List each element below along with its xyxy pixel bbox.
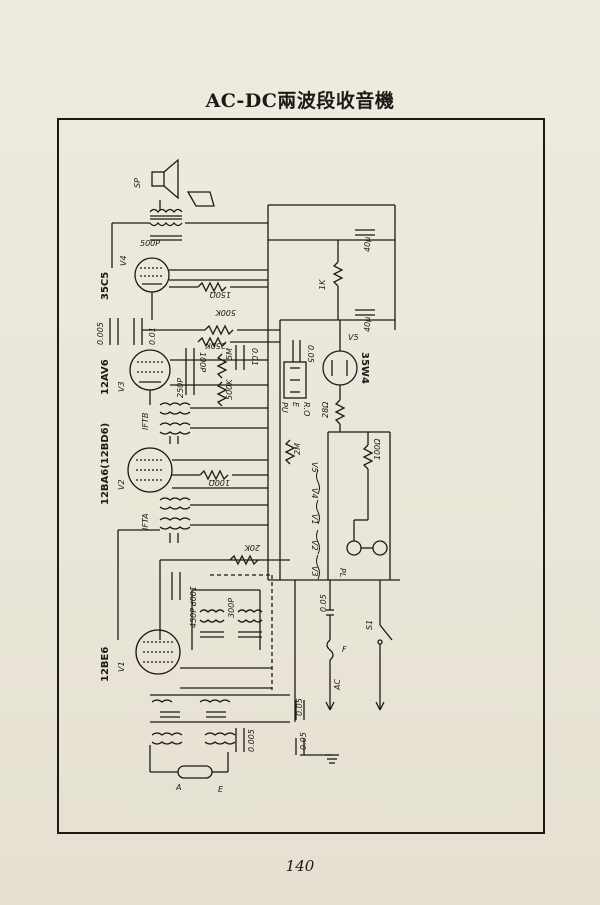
speaker-label: SP bbox=[133, 178, 142, 188]
resistor bbox=[204, 324, 234, 336]
rf-trimmer-caps bbox=[151, 699, 231, 718]
label-c-005a: 0.05 bbox=[306, 345, 315, 363]
label-ift-b: IFTB bbox=[141, 413, 150, 430]
label-c-001b: 0.01 bbox=[250, 348, 259, 366]
ground-icon bbox=[325, 754, 339, 764]
switch-s1-label: S1 bbox=[365, 620, 374, 630]
switch-s1-icon bbox=[377, 624, 393, 645]
speaker-icon bbox=[151, 158, 215, 207]
antenna-label-e: E bbox=[218, 785, 224, 794]
tube-v2 bbox=[127, 447, 173, 493]
ift-a-transformer bbox=[159, 497, 191, 543]
tube-v4 bbox=[134, 257, 170, 293]
oscillator-coil-2 bbox=[237, 609, 263, 638]
heater-label-4: V2 bbox=[310, 540, 319, 551]
switch-pu: PU bbox=[280, 402, 289, 413]
resistor bbox=[362, 444, 374, 470]
tube-v4-type: 35C5 bbox=[100, 272, 111, 300]
heater-label-5: V3 bbox=[310, 566, 319, 577]
tube-v2-type: 12BA6(12BD6) bbox=[100, 423, 111, 505]
label-c-250p: 250P bbox=[176, 378, 185, 398]
tube-v3 bbox=[129, 349, 171, 391]
page-title: AC-DC兩波段收音機 bbox=[205, 90, 395, 112]
tube-v3-type: 12AV6 bbox=[100, 359, 111, 395]
oscillator-coil-1 bbox=[199, 609, 225, 638]
label-c-500p: 500P bbox=[140, 239, 160, 248]
resistor bbox=[197, 336, 227, 348]
tube-v3-symbol: V3 bbox=[117, 381, 126, 392]
tube-v5-symbol: V5 bbox=[348, 333, 359, 342]
heater-string bbox=[316, 469, 320, 580]
label-r-28: 28Ω bbox=[321, 401, 330, 418]
capacitor bbox=[150, 235, 182, 241]
antenna-coil bbox=[151, 732, 236, 745]
label-c-0005: 0.005 bbox=[96, 322, 105, 345]
label-c-100p-a: 100P bbox=[198, 352, 207, 372]
resistor bbox=[216, 353, 228, 379]
label-c-300p: 300P bbox=[227, 598, 236, 618]
label-r-150: 150Ω bbox=[209, 290, 231, 299]
switch-e: E bbox=[291, 402, 300, 408]
phono-radio-switch bbox=[283, 361, 307, 399]
tube-v2-symbol: V2 bbox=[117, 479, 126, 490]
pilot-lamp-icon bbox=[346, 540, 388, 556]
ift-b-transformer bbox=[159, 402, 191, 444]
tube-v1-type: 12BE6 bbox=[100, 647, 111, 682]
label-c-0005b: 0.005 bbox=[247, 729, 256, 752]
label-c-005c: 0.05 bbox=[299, 732, 308, 750]
label-r-250k: 250K bbox=[205, 341, 226, 350]
heater-label-1: V5 bbox=[310, 462, 319, 473]
label-r-500k-a: 500K bbox=[215, 308, 236, 317]
heater-label-3: V1 bbox=[310, 514, 319, 525]
output-transformer bbox=[149, 208, 183, 227]
label-ift-a: IFTA bbox=[141, 513, 150, 530]
fuse-icon bbox=[326, 639, 334, 661]
label-r-100: 100Ω bbox=[208, 478, 230, 487]
diagram-frame bbox=[57, 118, 545, 834]
label-c-450p: 450P bbox=[189, 608, 198, 628]
resistor bbox=[216, 381, 228, 407]
fuse-label: F bbox=[342, 645, 347, 654]
label-c-40u-b: 40μ bbox=[363, 317, 372, 332]
antenna-label-a: A bbox=[175, 783, 181, 792]
resistor bbox=[334, 399, 346, 425]
heater-label-2: V4 bbox=[310, 488, 319, 499]
tube-v5 bbox=[322, 350, 358, 386]
tube-v5-type: 35W4 bbox=[359, 352, 370, 384]
tube-v1-symbol: V1 bbox=[117, 661, 126, 672]
label-c-005d: 0.05 bbox=[319, 594, 328, 612]
ac-label: AC bbox=[333, 679, 342, 691]
label-r-20k: 20K bbox=[244, 543, 260, 552]
label-r-5m: 5M bbox=[225, 348, 234, 360]
resistor bbox=[199, 469, 229, 481]
label-c-001a: 0.01 bbox=[148, 327, 157, 345]
label-r-2m: 2M bbox=[293, 443, 302, 455]
label-r-100b: 100Ω bbox=[373, 438, 382, 460]
page-number: 140 bbox=[285, 857, 315, 875]
label-r-1k: 1K bbox=[318, 279, 327, 290]
resistor bbox=[284, 439, 296, 465]
antenna-terminal bbox=[177, 765, 213, 779]
switch-ro: R.O bbox=[302, 402, 311, 416]
tube-v1 bbox=[135, 629, 181, 675]
label-r-500k-b: 500K bbox=[225, 379, 234, 400]
resistor bbox=[332, 261, 344, 287]
resistor bbox=[197, 281, 227, 293]
tube-v4-symbol: V4 bbox=[119, 255, 128, 266]
label-c-005b: 0.05 bbox=[295, 698, 304, 716]
pilot-lamp-label: PL bbox=[338, 568, 347, 577]
resistor bbox=[229, 554, 259, 566]
label-c-40u-a: 40μ bbox=[363, 237, 372, 252]
